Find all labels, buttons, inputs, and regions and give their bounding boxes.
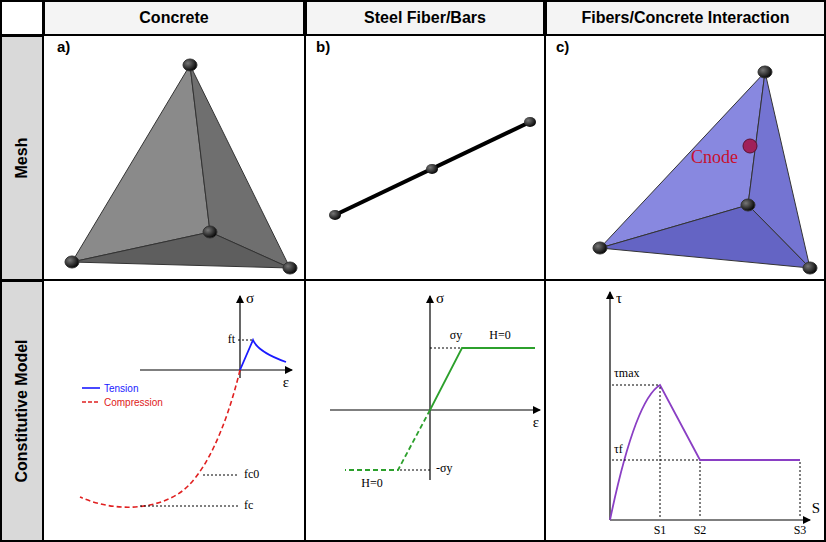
plot-label: σy [450,329,462,342]
plot-label: S1 [654,524,667,537]
row-header: Mesh [0,35,44,281]
plot-label: fc [244,499,253,512]
column-header: Concrete [43,0,305,36]
header-text: Fibers/Concrete Interaction [581,9,789,27]
legend-text: Tension [104,383,138,394]
axis-label: τ [616,290,622,307]
header-text: Constitutive Model [13,339,31,482]
panel-tag: b) [316,39,330,56]
fiber-element [329,117,536,220]
plot-label: ft [228,333,235,346]
axis-label: σ [246,290,254,307]
panel-tag: a) [57,39,70,56]
plot-label: τmax [614,367,639,380]
plot-label: τf [614,443,623,456]
interaction-tetrahedron [593,66,817,274]
legend-sample [82,401,100,403]
plot-label: S2 [694,524,707,537]
row-header: Constitutive Model [0,280,44,542]
column-header: Fibers/Concrete Interaction [545,0,826,36]
header-text: Mesh [13,138,31,179]
node-label: Cnode [691,148,738,168]
steel-plot [330,296,540,480]
axis-label: σ [436,290,444,307]
bond-slip-plot [610,292,810,520]
legend-sample [82,387,100,389]
concrete-tetrahedron [65,59,297,274]
plot-label: fc0 [244,468,259,481]
axis-label: ε [533,414,539,431]
plot-label: H=0 [361,477,382,490]
axis-label: S [812,500,820,517]
legend-text: Compression [104,397,163,408]
plot-label: H=0 [489,329,510,342]
column-header: Steel Fiber/Bars [305,0,545,36]
plot-label: S3 [794,524,807,537]
plot-label: -σy [436,462,452,475]
header-text: Steel Fiber/Bars [364,9,486,27]
header-text: Concrete [139,9,208,27]
concrete-plot [80,296,292,507]
panel-tag: c) [556,39,569,56]
axis-label: ε [283,374,289,391]
